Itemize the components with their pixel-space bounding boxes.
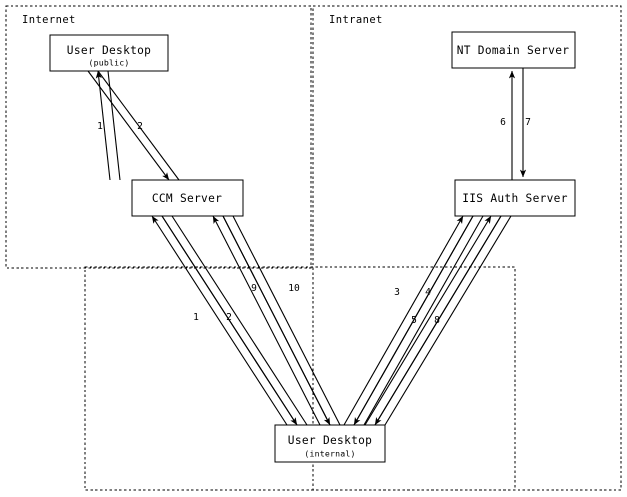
- flow-step-label-4: 4: [425, 287, 431, 298]
- flow-step-label-1-internal: 1: [193, 312, 199, 323]
- node-subtitle-user-desktop-internal: (internal): [304, 449, 355, 459]
- flow-step-labels: 1 2 1 2 3 4 5 6 7 8 9 10: [97, 117, 531, 326]
- flow-line-group-public: [87, 70, 180, 181]
- flow-line-group-internal-iis-b: [364, 215, 512, 426]
- flow-line-group-internal-iis-a: [343, 215, 484, 426]
- node-nt-domain-server[interactable]: NT Domain Server: [451, 31, 576, 69]
- zone-label-intranet: Intranet: [329, 14, 383, 26]
- flow-step-label-8: 8: [434, 315, 440, 326]
- flow-step-label-1-public: 1: [97, 121, 103, 132]
- flow-line-group-internal-ccm-a: [151, 215, 308, 426]
- node-user-desktop-internal[interactable]: User Desktop (internal): [274, 424, 386, 463]
- flow-step-label-5: 5: [411, 315, 417, 326]
- node-title-user-desktop-internal: User Desktop: [288, 434, 372, 447]
- zone-intranet-region: Intranet: [312, 5, 622, 491]
- flow-step-label-2-public: 2: [137, 121, 143, 132]
- zone-label-internet: Internet: [22, 14, 76, 26]
- flow-line-group-internal-ccm-b: [212, 215, 341, 426]
- node-title-iis-auth-server: IIS Auth Server: [462, 192, 568, 205]
- flow-step-label-10: 10: [288, 283, 300, 294]
- node-title-user-desktop-public: User Desktop: [67, 44, 151, 57]
- flow-step-label-6: 6: [500, 117, 506, 128]
- flow-step-label-3: 3: [394, 287, 400, 298]
- zone-internet-region: Internet: [5, 5, 312, 269]
- flow-step-label-2-internal: 2: [226, 312, 232, 323]
- node-subtitle-user-desktop-public: (public): [88, 58, 129, 68]
- flow-step-label-7: 7: [525, 117, 531, 128]
- flow-line-group-iis-nt: [508, 68, 527, 180]
- node-user-desktop-public[interactable]: User Desktop (public): [49, 34, 169, 72]
- flow-step-label-9: 9: [251, 283, 257, 294]
- node-ccm-server[interactable]: CCM Server: [131, 179, 244, 217]
- node-title-ccm-server: CCM Server: [152, 192, 222, 205]
- node-iis-auth-server[interactable]: IIS Auth Server: [454, 179, 576, 217]
- node-title-nt-domain-server: NT Domain Server: [457, 44, 570, 57]
